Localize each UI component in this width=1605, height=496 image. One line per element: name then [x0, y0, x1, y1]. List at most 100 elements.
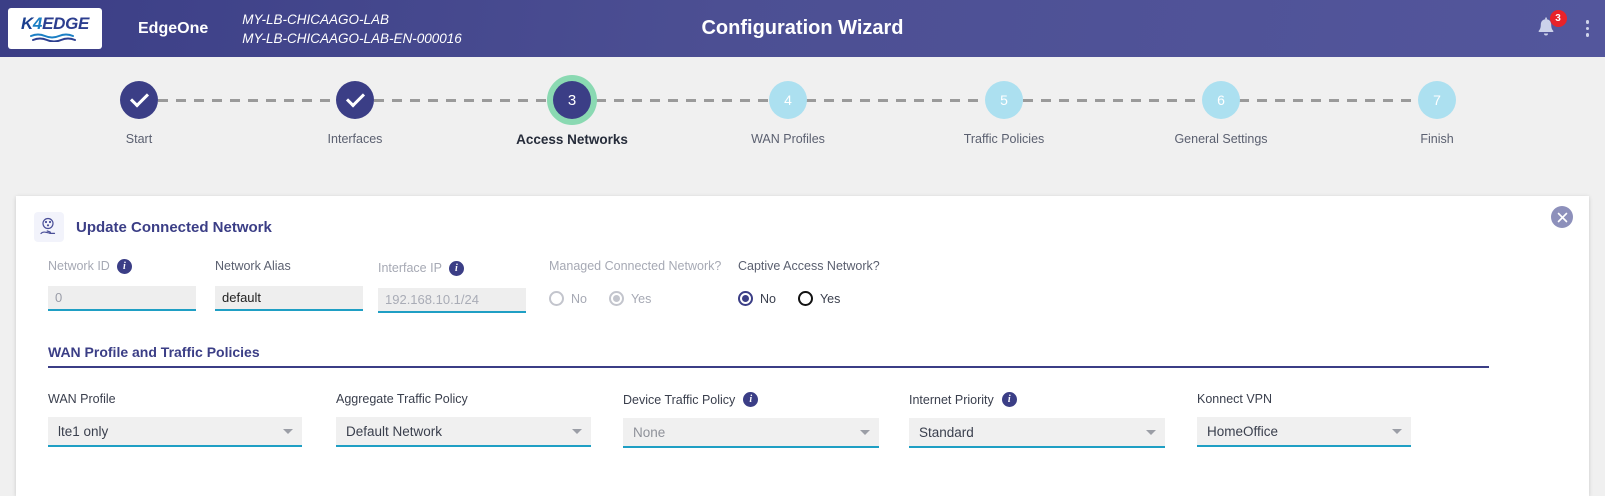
step-circle-7[interactable]: 7 [1418, 81, 1456, 119]
panel-title: Update Connected Network [76, 218, 272, 236]
network-alias-label-text: Network Alias [215, 259, 291, 273]
kebab-dot [1585, 20, 1589, 24]
step-circle-2[interactable] [336, 81, 374, 119]
step-circle-6[interactable]: 6 [1202, 81, 1240, 119]
wave-icon [30, 33, 76, 42]
page-title: Configuration Wizard [701, 17, 904, 39]
field-aggregate-traffic-policy: Aggregate Traffic Policy Default Network [336, 392, 591, 447]
step-finish[interactable]: 7 Finish [1362, 81, 1512, 146]
step-access-networks[interactable]: 3 Access Networks [497, 81, 647, 147]
network-id-label-text: Network ID [48, 259, 110, 273]
field-wan-profile: WAN Profile lte1 only [48, 392, 302, 447]
header-actions: 3 [1534, 9, 1596, 42]
konnect-vpn-value: HomeOffice [1207, 423, 1279, 439]
konnect-vpn-select[interactable]: HomeOffice [1197, 417, 1411, 447]
step-start[interactable]: Start [64, 81, 214, 146]
interface-ip-label: Interface IP i [378, 260, 526, 276]
info-icon[interactable]: i [1001, 392, 1017, 407]
notifications-button[interactable]: 3 [1534, 9, 1567, 42]
step-label-5: Traffic Policies [963, 132, 1045, 146]
step-connector [1023, 99, 1203, 102]
device-traffic-policy-value: None [633, 424, 666, 440]
interface-ip-input[interactable] [378, 288, 526, 313]
device-id: MY-LB-CHICAAGO-LAB-EN-000016 [242, 30, 462, 46]
info-icon[interactable]: i [448, 260, 464, 276]
check-icon [129, 88, 149, 108]
managed-network-radio-no[interactable]: No [549, 291, 587, 306]
close-icon[interactable] [1551, 206, 1573, 228]
step-connector [1239, 99, 1419, 102]
step-traffic-policies[interactable]: 5 Traffic Policies [929, 81, 1079, 146]
device-traffic-policy-select[interactable]: None [623, 418, 879, 448]
step-number-7: 7 [1433, 92, 1441, 108]
device-identifiers: MY-LB-CHICAAGO-LAB MY-LB-CHICAAGO-LAB-EN… [242, 10, 462, 48]
wizard-stepper: Start Interfaces 3 Access Networks 4 WAN… [0, 57, 1605, 185]
network-alias-input[interactable] [215, 286, 363, 311]
check-icon [345, 88, 365, 108]
wan-section: WAN Profile and Traffic Policies [48, 344, 1489, 368]
bell-icon [1538, 16, 1553, 35]
step-number-4: 4 [784, 92, 792, 108]
device-name: MY-LB-CHICAAGO-LAB [242, 11, 390, 27]
network-id-input[interactable] [48, 286, 196, 311]
radio-circle-selected [608, 291, 624, 306]
captive-access-network-label: Captive Access Network? [738, 259, 880, 273]
radio-circle-selected [738, 291, 753, 306]
connected-network-icon [34, 212, 64, 242]
network-fields-row: Network ID i Network Alias Interface IP … [16, 258, 1589, 336]
info-icon[interactable]: i [116, 258, 132, 274]
logo-letter-k: K [20, 14, 33, 33]
device-traffic-policy-label: Device Traffic Policy i [623, 392, 879, 407]
chevron-down-icon [860, 430, 870, 435]
step-circle-1[interactable] [120, 81, 158, 119]
captive-access-network-radios: No Yes [738, 286, 880, 311]
step-circle-3[interactable]: 3 [553, 81, 591, 119]
step-label-3: Access Networks [516, 132, 628, 147]
k4edge-logo[interactable]: K4EDGE [8, 8, 102, 49]
aggregate-traffic-policy-label-text: Aggregate Traffic Policy [336, 392, 468, 406]
field-konnect-vpn: Konnect VPN HomeOffice [1197, 392, 1411, 447]
field-network-id: Network ID i [48, 258, 196, 311]
chevron-down-icon [572, 429, 582, 434]
wan-profile-label-text: WAN Profile [48, 392, 116, 406]
network-alias-label: Network Alias [215, 258, 363, 274]
step-connector [806, 99, 986, 102]
wan-selects-row: WAN Profile lte1 only Aggregate Traffic … [16, 392, 1589, 462]
chevron-down-icon [1392, 429, 1402, 434]
step-number-3: 3 [567, 91, 577, 109]
info-icon[interactable]: i [743, 392, 759, 407]
field-captive-access-network: Captive Access Network? No Yes [738, 258, 880, 311]
captive-network-option-yes: Yes [819, 291, 841, 306]
internet-priority-label: Internet Priority i [909, 392, 1165, 407]
managed-network-radio-yes[interactable]: Yes [608, 291, 652, 306]
step-general-settings[interactable]: 6 General Settings [1146, 81, 1296, 146]
field-managed-connected-network: Managed Connected Network? No Yes [549, 258, 721, 311]
step-circle-4[interactable]: 4 [769, 81, 807, 119]
internet-priority-select[interactable]: Standard [909, 418, 1165, 448]
logo-digit-4: 4 [32, 14, 43, 33]
step-label-6: General Settings [1174, 132, 1268, 146]
konnect-vpn-label-text: Konnect VPN [1197, 392, 1273, 406]
logo-word-edge: EDGE [42, 14, 90, 33]
managed-network-option-no: No [571, 291, 587, 306]
step-label-4: WAN Profiles [751, 132, 825, 146]
step-interfaces[interactable]: Interfaces [280, 81, 430, 146]
managed-connected-network-radios: No Yes [549, 286, 721, 311]
field-internet-priority: Internet Priority i Standard [909, 392, 1165, 448]
notification-badge: 3 [1549, 9, 1567, 27]
captive-network-radio-yes[interactable]: Yes [797, 291, 841, 306]
managed-network-option-yes: Yes [630, 291, 652, 306]
overflow-menu-button[interactable] [1580, 16, 1596, 41]
step-label-7: Finish [1420, 132, 1454, 146]
captive-network-radio-no[interactable]: No [738, 291, 776, 306]
aggregate-traffic-policy-select[interactable]: Default Network [336, 417, 591, 447]
wan-profile-select[interactable]: lte1 only [48, 417, 302, 447]
step-wan-profiles[interactable]: 4 WAN Profiles [713, 81, 863, 146]
step-circle-5[interactable]: 5 [985, 81, 1023, 119]
interface-ip-label-text: Interface IP [378, 261, 442, 275]
chevron-down-icon [283, 429, 293, 434]
step-label-2: Interfaces [327, 132, 383, 146]
panel-header: Update Connected Network [16, 196, 1589, 242]
logo-wordmark: K4EDGE [21, 15, 89, 32]
radio-circle [797, 291, 813, 306]
